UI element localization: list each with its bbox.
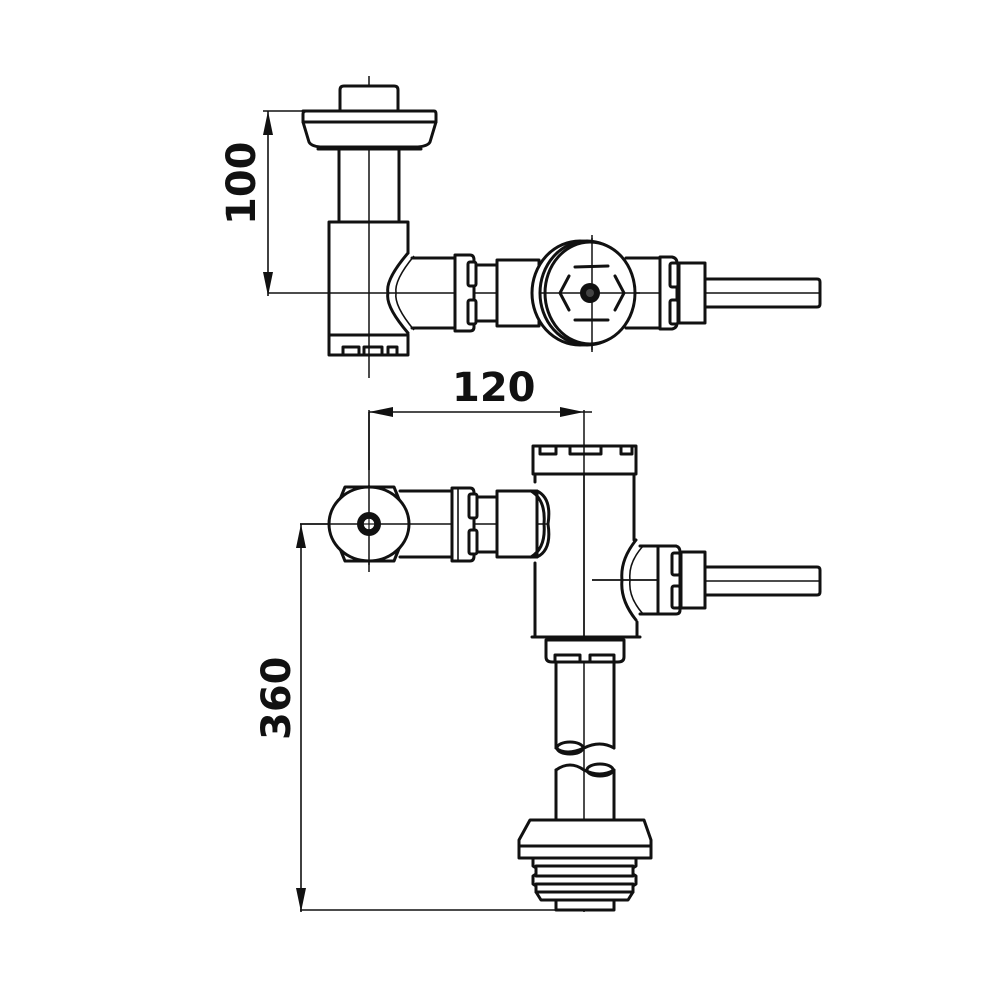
valve-body-elbow — [327, 220, 457, 357]
front-outlet-nut — [544, 638, 626, 664]
inlet-connection — [624, 255, 822, 331]
top-coupling-nut — [453, 253, 541, 333]
front-view — [296, 407, 822, 912]
dimension-100 — [263, 110, 303, 296]
flush-tube — [554, 660, 616, 822]
dimension-360-label: 360 — [254, 656, 300, 741]
dimension-120 — [368, 407, 592, 470]
vacuum-breaker-cap — [301, 84, 438, 151]
top-view — [263, 76, 822, 378]
front-valve-body — [530, 444, 660, 650]
dimension-100-label: 100 — [219, 141, 265, 226]
dimension-120-label: 120 — [452, 365, 536, 411]
riser-tube — [337, 148, 401, 222]
control-stop — [530, 238, 640, 350]
spud-coupling — [517, 818, 653, 912]
dimension-360 — [296, 523, 556, 912]
front-control-stop — [327, 485, 411, 565]
front-inlet-pipe — [398, 486, 551, 563]
front-handle-connection — [638, 544, 822, 616]
